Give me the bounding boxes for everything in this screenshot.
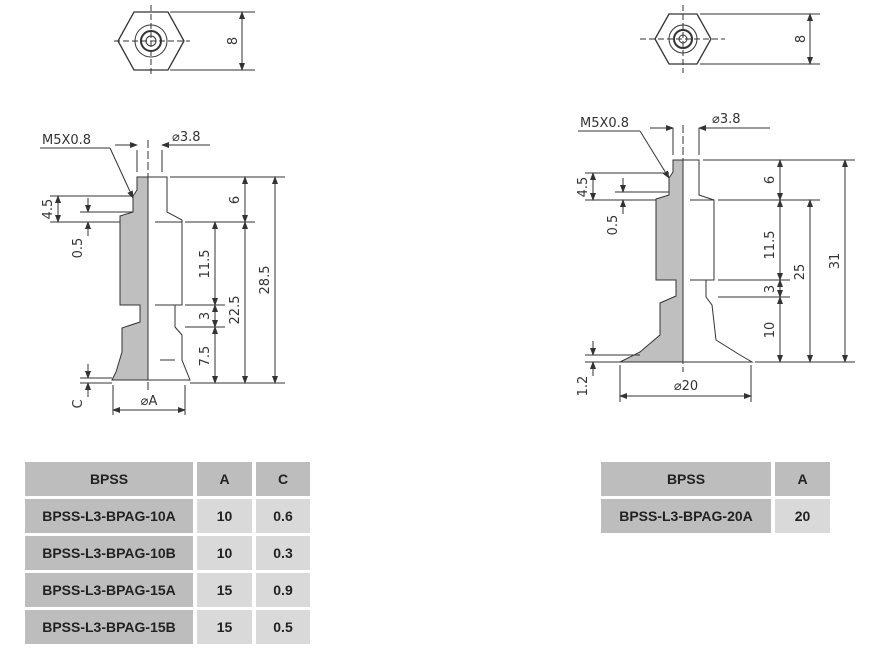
left-dim-6: 6 [228,196,243,204]
right-dim-25: 25 [793,264,808,281]
right-dim-11-5: 11.5 [763,231,778,260]
header-bpss: BPSS [25,462,193,496]
right-dim-3: 3 [763,285,778,293]
right-dim-6: 6 [763,176,778,184]
model-cell: BPSS-L3-BPAG-15B [25,610,193,644]
left-dim-diameter: ⌀A [141,394,158,409]
model-cell: BPSS-L3-BPAG-15A [25,573,193,607]
right-top-dim: 8 [794,35,809,43]
right-dim-31: 31 [828,253,843,270]
c-cell: 0.3 [256,536,310,570]
left-dim-7-5: 7.5 [198,346,213,367]
left-dim-c: C [71,399,86,408]
left-top-dim: 8 [226,37,241,45]
header-a: A [197,462,252,496]
right-dim-4-5: 4.5 [576,177,591,198]
left-dim-11-5: 11.5 [198,250,213,279]
left-dim-3: 3 [198,312,213,320]
c-cell: 0.9 [256,573,310,607]
model-cell: BPSS-L3-BPAG-20A [601,499,771,533]
a-cell: 15 [197,610,252,644]
right-side-view [578,125,855,402]
model-cell: BPSS-L3-BPAG-10B [25,536,193,570]
left-dim-0-5: 0.5 [71,238,86,259]
a-cell: 10 [197,499,252,533]
table-header-row: BPSS A [601,462,830,496]
right-thread-label: M5X0.8 [580,116,629,131]
c-cell: 0.6 [256,499,310,533]
left-bore-dim: ⌀3.8 [172,130,201,145]
c-cell: 0.5 [256,610,310,644]
right-top-view-hex [640,5,820,73]
left-thread-label: M5X0.8 [42,133,91,148]
a-cell: 20 [775,499,830,533]
right-dim-0-5: 0.5 [606,215,621,236]
left-dim-22-5: 22.5 [228,296,243,325]
right-dim-10: 10 [763,322,778,339]
technical-drawings: 8 M5X0.8 ⌀3.8 6 28.5 22.5 11.5 3 7.5 4.5… [40,5,855,415]
header-c: C [256,462,310,496]
left-top-view-hex [114,5,255,77]
model-cell: BPSS-L3-BPAG-10A [25,499,193,533]
a-cell: 15 [197,573,252,607]
right-bore-dim: ⌀3.8 [712,112,741,127]
table-header-row: BPSS A C [25,462,310,496]
left-dim-28-5: 28.5 [258,266,273,295]
right-dim-1-2: 1.2 [576,376,591,397]
left-dim-4-5: 4.5 [41,199,56,220]
header-a: A [775,462,830,496]
right-dim-diameter: ⌀20 [674,379,698,394]
header-bpss: BPSS [601,462,771,496]
a-cell: 10 [197,536,252,570]
left-side-view [40,140,285,415]
